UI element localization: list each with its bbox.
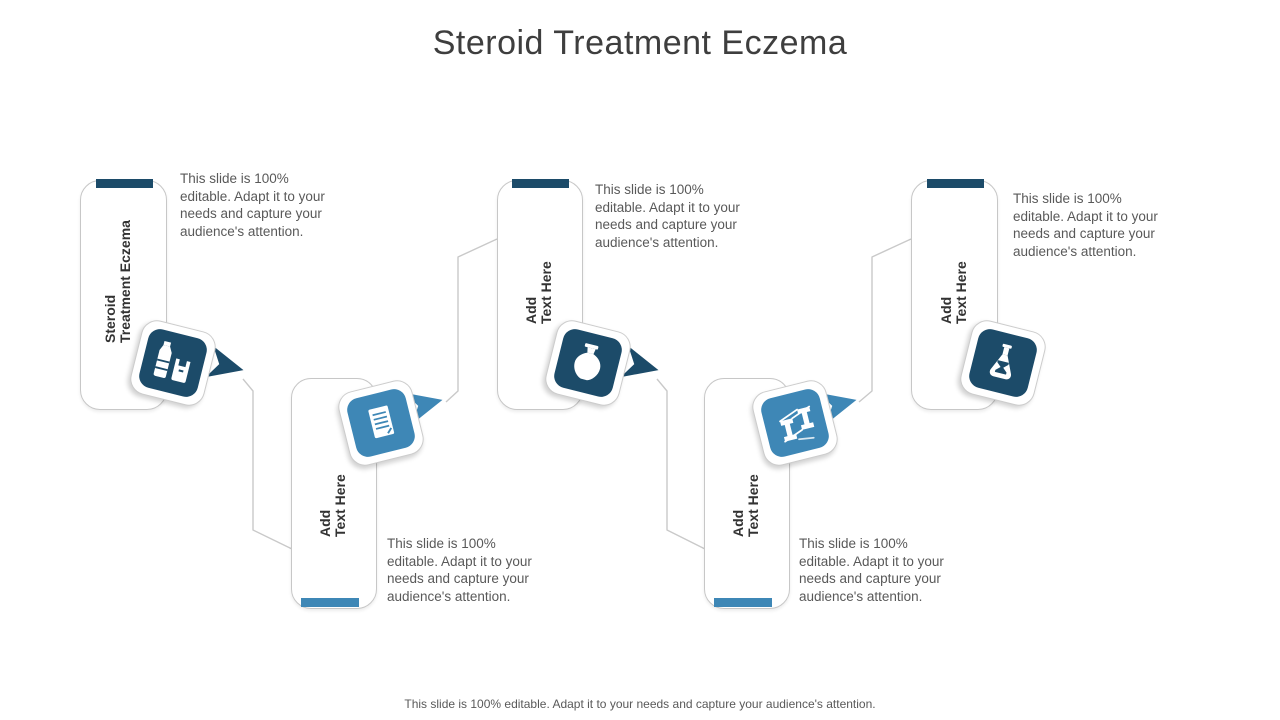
icon-badge-5 bbox=[956, 316, 1050, 410]
step-description-2: This slide is 100% editable. Adapt it to… bbox=[387, 536, 532, 604]
icon-tile bbox=[136, 326, 210, 400]
step-description-3: This slide is 100% editable. Adapt it to… bbox=[595, 182, 740, 250]
step-description-1: This slide is 100% editable. Adapt it to… bbox=[180, 171, 325, 239]
step-card-4 bbox=[704, 378, 790, 609]
accent-bar-top-3 bbox=[512, 179, 569, 188]
icon-tile bbox=[551, 326, 625, 400]
flask-icon bbox=[989, 343, 1012, 380]
step-label-3: Add Text Here bbox=[523, 261, 554, 324]
steel-beam-icon bbox=[779, 405, 815, 443]
slide-title: Steroid Treatment Eczema bbox=[432, 24, 848, 62]
icon-badge-4 bbox=[748, 376, 842, 470]
icon-badge-3 bbox=[541, 316, 635, 410]
connector-3-4 bbox=[656, 378, 706, 550]
step-description-5: This slide is 100% editable. Adapt it to… bbox=[1013, 191, 1158, 259]
step-description-4: This slide is 100% editable. Adapt it to… bbox=[799, 536, 944, 604]
accent-bar-bottom-4 bbox=[714, 598, 772, 607]
icon-tile bbox=[966, 326, 1040, 400]
bottle-and-bag-icon bbox=[153, 340, 191, 383]
accent-bar-top-5 bbox=[927, 179, 984, 188]
slide-footer: This slide is 100% editable. Adapt it to… bbox=[404, 697, 876, 711]
connector-4-5 bbox=[858, 238, 912, 403]
step-label-5: Add Text Here bbox=[938, 261, 969, 324]
flow-arrow-icon bbox=[620, 346, 659, 378]
vase-icon bbox=[574, 343, 601, 381]
accent-bar-bottom-2 bbox=[301, 598, 359, 607]
connector-2-3 bbox=[445, 238, 498, 403]
icon-tile bbox=[758, 386, 832, 460]
icon-tile bbox=[344, 386, 418, 460]
icon-badge-2 bbox=[334, 376, 428, 470]
step-label-1: Steroid Treatment Eczema bbox=[102, 220, 133, 343]
document-note-icon bbox=[368, 405, 395, 439]
step-label-2: Add Text Here bbox=[317, 474, 348, 537]
flow-arrow-icon bbox=[205, 346, 244, 378]
accent-bar-top-1 bbox=[96, 179, 153, 188]
connector-1-2 bbox=[242, 378, 293, 550]
step-label-4: Add Text Here bbox=[730, 474, 761, 537]
icon-badge-1 bbox=[126, 316, 220, 410]
